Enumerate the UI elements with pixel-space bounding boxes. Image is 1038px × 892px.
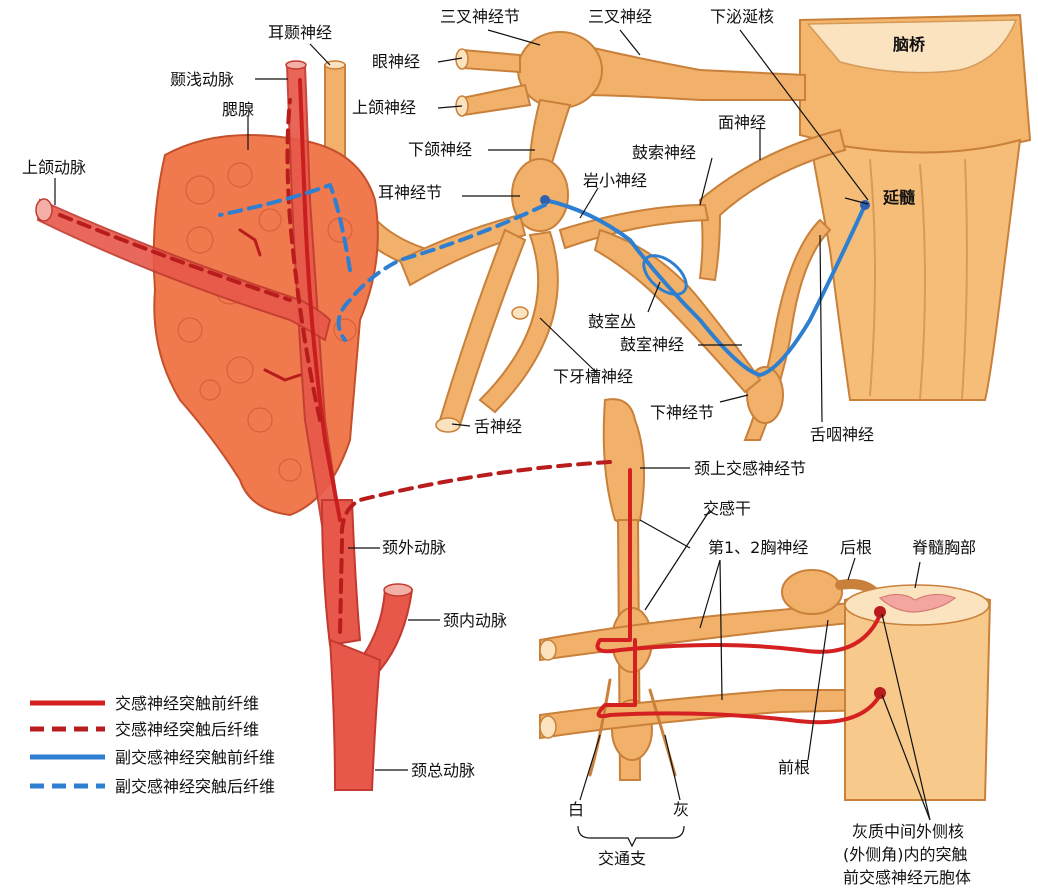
tympanic-plexus-loop	[642, 254, 688, 296]
inferior-salivatory-nucleus	[860, 200, 870, 210]
label-maxillary-nerve: 上颌神经	[352, 98, 416, 117]
maxillary-nerve	[460, 83, 532, 117]
label-inferior-salivatory-nucleus: 下泌涎核	[710, 7, 774, 26]
label-gray-ramus: 灰	[673, 800, 689, 819]
label-internal-carotid-artery: 颈内动脉	[443, 611, 507, 630]
label-facial-nerve: 面神经	[718, 113, 766, 132]
label-thoracic-spinal-cord: 脊髓胸部	[912, 538, 976, 557]
label-lateral-horn-line3: 前交感神经元胞体	[843, 868, 971, 887]
arteries	[35, 60, 414, 791]
label-ventral-root: 前根	[778, 758, 810, 777]
brainstem	[799, 13, 1032, 401]
label-lateral-horn-line2: (外侧角)内的突触	[843, 845, 968, 864]
trigeminal-ganglion	[517, 31, 603, 109]
label-otic-ganglion: 耳神经节	[378, 183, 442, 202]
legend-label-parasympathetic-post: 副交感神经突触后纤维	[115, 777, 275, 796]
label-inferior-ganglion: 下神经节	[650, 403, 714, 422]
label-pons: 脑桥	[893, 35, 926, 54]
label-lesser-petrosal-nerve: 岩小神经	[583, 171, 647, 190]
label-superficial-temporal-artery: 颞浅动脉	[170, 70, 234, 89]
label-glossopharyngeal-nerve: 舌咽神经	[810, 425, 874, 444]
fiber-pathways	[58, 78, 886, 725]
legend: 交感神经突触前纤维 交感神经突触后纤维 副交感神经突触前纤维 副交感神经突触后纤…	[30, 694, 275, 796]
label-maxillary-artery: 上颌动脉	[22, 158, 86, 177]
label-chorda-tympani: 鼓索神经	[632, 143, 696, 162]
sympathetic-postganglionic-path	[338, 460, 612, 637]
parotid-gland	[152, 134, 379, 517]
pons-cut-surface	[806, 19, 1018, 74]
leader-lines	[54, 29, 931, 848]
label-tympanic-plexus: 鼓室丛	[588, 312, 636, 331]
label-dorsal-root: 后根	[840, 538, 872, 557]
gray-matter	[878, 593, 957, 613]
label-external-carotid-artery: 颈外动脉	[382, 538, 446, 557]
facial-nerve	[698, 128, 847, 282]
label-inferior-alveolar-nerve: 下牙槽神经	[553, 367, 633, 386]
label-trigeminal-ganglion: 三叉神经节	[440, 7, 520, 26]
label-parotid-gland: 腮腺	[222, 100, 254, 119]
common-carotid-artery	[328, 638, 382, 791]
label-ophthalmic-nerve: 眼神经	[372, 52, 420, 71]
gland-lobules	[177, 162, 357, 482]
label-tympanic-nerve: 鼓室神经	[620, 335, 684, 354]
label-sympathetic-trunk: 交感干	[703, 499, 751, 518]
label-mandibular-nerve: 下颌神经	[408, 140, 472, 159]
parasympathetic-preganglionic-path	[543, 198, 867, 377]
trigeminal-nerve-trunk	[558, 38, 806, 101]
dorsal-root-ganglion	[781, 569, 843, 615]
medulla	[808, 138, 1022, 401]
label-common-carotid-artery: 颈总动脉	[411, 761, 475, 780]
legend-label-sympathetic-post: 交感神经突触后纤维	[115, 720, 259, 739]
label-medulla: 延髓	[882, 188, 916, 207]
label-superior-cervical-ganglion: 颈上交感神经节	[694, 459, 806, 478]
legend-label-sympathetic-pre: 交感神经突触前纤维	[115, 694, 259, 713]
legend-label-parasympathetic-pre: 副交感神经突触前纤维	[115, 748, 275, 767]
label-lingual-nerve: 舌神经	[474, 417, 522, 436]
lingual-nerve	[478, 230, 559, 414]
label-rami-communicantes: 交通支	[598, 849, 646, 868]
label-lateral-horn-line1: 灰质中间外侧核	[852, 822, 964, 841]
label-thoracic-nerves: 第1、2胸神经	[708, 538, 808, 557]
superior-cervical-ganglion	[602, 398, 645, 526]
label-white-ramus: 白	[568, 800, 584, 819]
cranial-nerves	[324, 31, 847, 441]
label-trigeminal-nerve: 三叉神经	[588, 7, 652, 26]
labels: 耳颞神经 颞浅动脉 腮腺 上颌动脉 三叉神经节 三叉神经 下泌涎核 脑桥 眼神经…	[22, 7, 976, 887]
parotid-branches	[398, 213, 527, 287]
label-auriculotemporal-nerve: 耳颞神经	[268, 23, 332, 42]
ophthalmic-nerve	[461, 48, 521, 74]
parasympathetic-postganglionic-path	[336, 203, 547, 342]
maxillary-artery	[36, 198, 332, 342]
